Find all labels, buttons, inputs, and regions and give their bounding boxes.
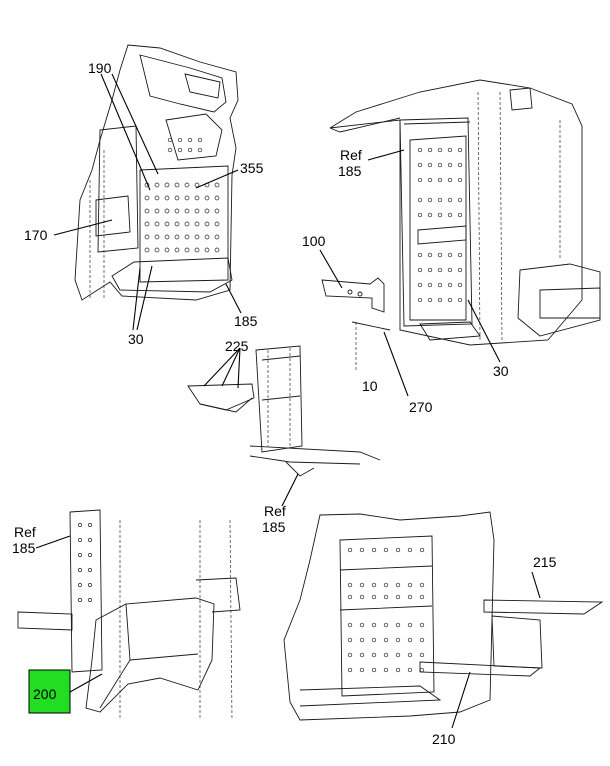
- callout-30: 30: [128, 331, 144, 347]
- callout-ref-185-mid-number: 185: [262, 519, 286, 535]
- callout-355: 355: [240, 160, 264, 176]
- highlight-box-200: [28, 669, 71, 714]
- callout-170: 170: [24, 227, 48, 243]
- perforated-panel-bottom-left: [78, 523, 92, 602]
- callout-ref-185-bottom-label: Ref: [14, 524, 36, 540]
- view-bottom-left: Ref 185 200: [12, 509, 241, 721]
- callout-30-right: 30: [493, 363, 509, 379]
- callout-ref-185-mid-label: Ref: [264, 503, 286, 519]
- callout-225: 225: [225, 338, 249, 354]
- callout-200: 200: [33, 686, 57, 702]
- callout-215: 215: [533, 554, 557, 570]
- view-middle: 225 Ref 185: [187, 338, 381, 535]
- view-bottom-right: 215 210: [283, 511, 604, 747]
- callout-100: 100: [302, 233, 326, 249]
- callout-190: 190: [88, 60, 112, 76]
- callout-10: 10: [362, 378, 378, 394]
- perforated-panel-top-right: [417, 147, 463, 303]
- callout-ref-185-number: 185: [338, 163, 362, 179]
- perforated-panel-bottom-right: [347, 547, 425, 673]
- callout-ref-185-bottom-number: 185: [12, 540, 36, 556]
- callout-210: 210: [432, 731, 456, 747]
- perforated-panel-top-left: [144, 137, 220, 253]
- callout-185: 185: [234, 313, 258, 329]
- view-top-right: Ref 185 100 30 10 270: [302, 79, 601, 415]
- callout-ref-185-label: Ref: [340, 147, 362, 163]
- view-top-left: 190 355 170 185 30: [24, 44, 264, 347]
- callout-270: 270: [409, 399, 433, 415]
